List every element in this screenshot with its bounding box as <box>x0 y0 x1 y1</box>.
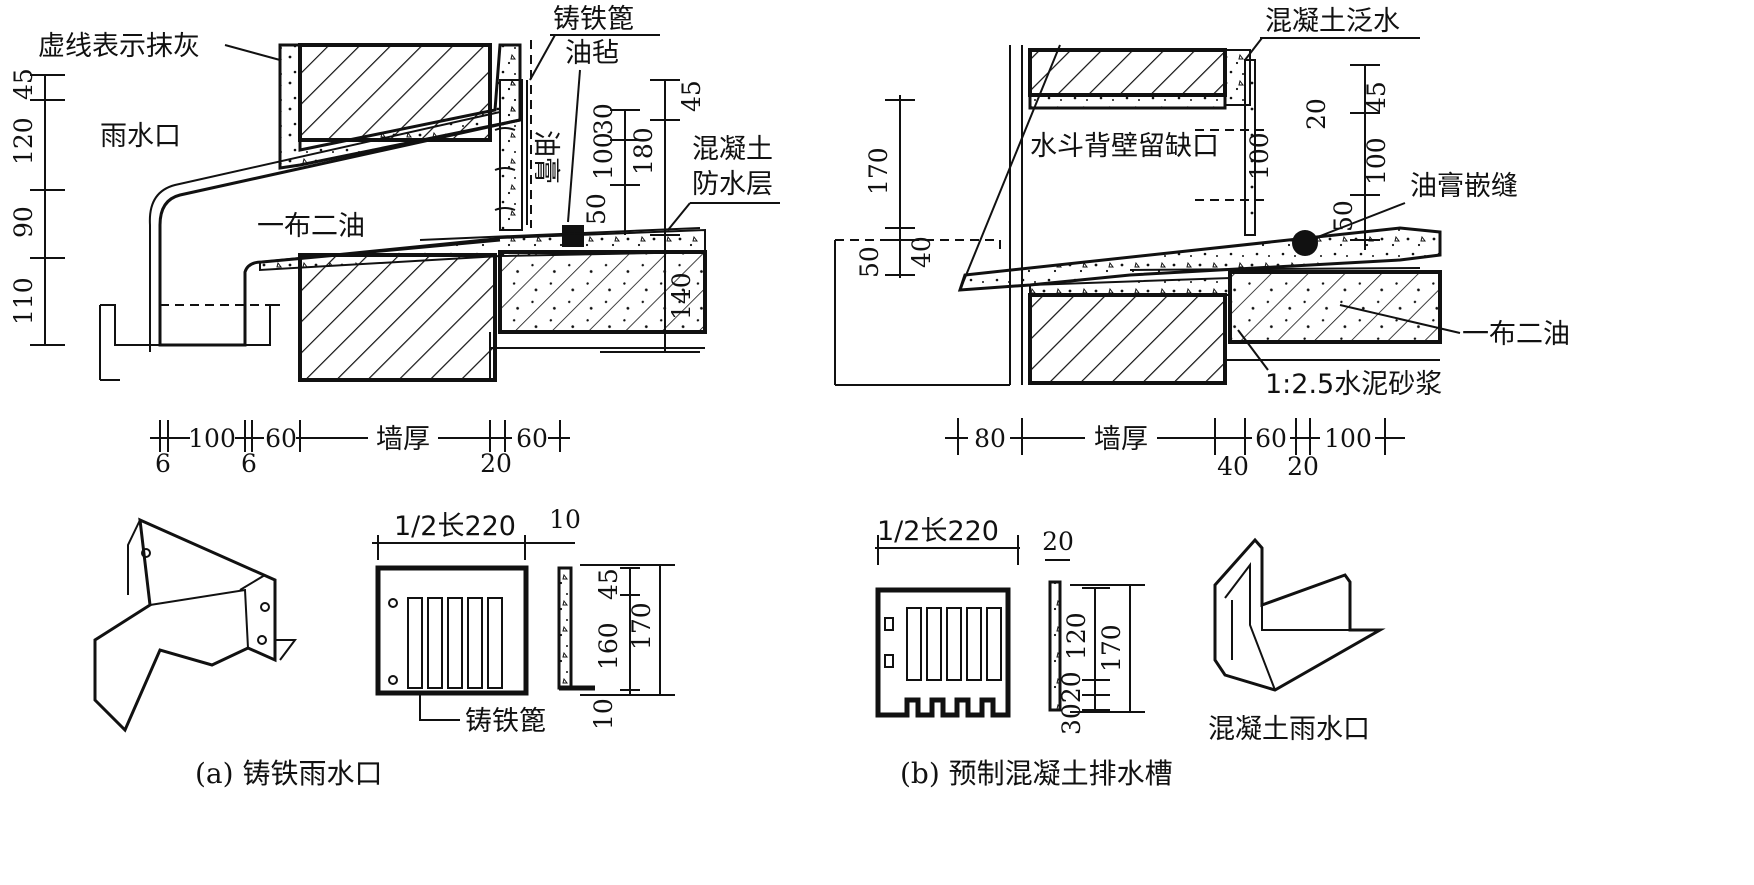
label-rain-outlet: 雨水口 <box>100 121 181 152</box>
trough-dim-0: 1/2长220 <box>877 516 999 547</box>
label-concrete-outlet: 混凝土雨水口 <box>1208 714 1370 745</box>
outlet-3d-body <box>93 517 277 733</box>
dim-a-left-2: 90 <box>9 206 38 238</box>
panel-b-right-dims: 45 20 100 50 100 <box>1245 64 1391 250</box>
dim-a-left-3: 110 <box>9 277 38 325</box>
caption-b: (b) 预制混凝土排水槽 <box>900 757 1173 790</box>
roof-slab-a <box>498 250 707 334</box>
dim-a-bottom-0: 100 <box>188 424 236 453</box>
dim-a-right-0: 30 <box>589 103 618 135</box>
dim-a-right-2: 50 <box>582 193 611 225</box>
label-cloth-oil-a: 一布二油 <box>257 211 365 242</box>
lower-wall-b <box>1028 293 1227 385</box>
label-plaster: 虚线表示抹灰 <box>38 31 200 62</box>
panel-a-outlet-3d <box>93 517 297 733</box>
grate-dim-1: 10 <box>549 505 581 534</box>
dim-a-bottom-3: 60 <box>516 424 548 453</box>
label-ointment-joint: 油膏嵌缝 <box>1410 171 1518 202</box>
label-grate-bottom: 铸铁篦 <box>465 706 546 737</box>
label-notch: 水斗背壁留缺口 <box>1030 131 1219 162</box>
trough-plate-b <box>875 587 1011 718</box>
trough-dim-1: 20 <box>1042 527 1074 556</box>
dim-a-right-4: 45 <box>677 80 706 112</box>
label-ointment: 油膏 <box>530 130 561 184</box>
dim-b-right-0: 45 <box>1362 81 1391 113</box>
trough-dim-2: 120 <box>1062 612 1091 660</box>
screed-a <box>259 228 706 272</box>
dim-b-bottom-3: 100 <box>1324 424 1372 453</box>
grate-dim-3: 160 <box>594 622 623 670</box>
label-cast-iron-grate: 铸铁篦 <box>553 4 634 35</box>
grate-plate-a <box>375 565 529 696</box>
grate-dim-4: 170 <box>627 602 656 650</box>
trough-dim-4: 3020 <box>1057 671 1086 735</box>
dim-b-bottom-4: 40 <box>1217 452 1249 481</box>
dim-a-right-1: 100 <box>589 132 618 180</box>
roof-slab-b <box>1228 270 1442 344</box>
grate-dim-5: 10 <box>589 698 618 730</box>
sealant-blob-a <box>562 225 584 247</box>
panel-b-outlet-3d: 混凝土雨水口 <box>1208 537 1386 745</box>
dim-a-bottom-6: 20 <box>480 449 512 478</box>
parapet-wall-b <box>1028 48 1227 97</box>
dim-a-left-0: 45 <box>9 68 38 100</box>
label-mortar: 1:2.5水泥砂浆 <box>1265 369 1442 400</box>
panel-a-labels: 虚线表示抹灰 铸铁篦 油毡 雨水口 油膏 混凝土 防水层 一布二油 <box>38 4 780 242</box>
dim-b-left-0: 170 <box>864 147 893 195</box>
caption-a: (a) 铸铁雨水口 <box>195 757 382 790</box>
dim-a-bottom-1: 60 <box>265 424 297 453</box>
sealant-b <box>1292 230 1318 256</box>
dim-b-right-1: 20 <box>1302 98 1331 130</box>
dim-a-bottom-2: 墙厚 <box>376 424 430 455</box>
label-felt: 油毡 <box>565 38 619 69</box>
grate-dim-0: 1/2长220 <box>394 511 516 542</box>
label-waterproof: 防水层 <box>692 169 773 200</box>
dim-a-bottom-5: 6 <box>241 449 257 478</box>
dim-b-left-2: 40 <box>907 236 936 268</box>
label-cloth-oil-b: 一布二油 <box>1462 319 1570 350</box>
dim-a-right-3: 180 <box>629 127 658 175</box>
label-concrete: 混凝土 <box>692 134 773 165</box>
label-flashing: 混凝土泛水 <box>1265 6 1400 37</box>
panel-a-left-dims: 45 120 90 110 <box>9 68 65 346</box>
dim-a-left-1: 120 <box>9 117 38 165</box>
dim-b-bottom-5: 20 <box>1287 452 1319 481</box>
panel-a-right-dims: 30 100 50 180 45 140 <box>582 79 706 353</box>
panel-b-trough-side: 20 120 170 3020 <box>1042 527 1145 735</box>
panel-a-section <box>99 40 707 382</box>
grate-dim-2: 45 <box>594 568 623 600</box>
trough-b <box>957 226 1442 292</box>
concrete-outlet-body <box>1213 537 1386 692</box>
panel-b-section <box>834 44 1442 386</box>
lower-wall-a <box>298 253 497 382</box>
dim-b-right-4: 100 <box>1245 132 1274 180</box>
panel-a-grate-front: 1/2长220 10 铸铁篦 <box>372 505 581 737</box>
panel-a-grate-side: 45 160 170 10 <box>557 564 675 730</box>
panel-b-left-dims: 170 50 40 <box>855 95 936 278</box>
dim-a-bottom-4: 6 <box>155 449 171 478</box>
dim-b-bottom-1: 墙厚 <box>1094 424 1148 455</box>
panel-b-labels: 混凝土泛水 水斗背壁留缺口 油膏嵌缝 一布二油 1:2.5水泥砂浆 <box>1030 6 1570 400</box>
grate-frame-a <box>499 79 523 231</box>
panel-b-trough-front: 1/2长220 <box>875 516 1020 718</box>
trough-dim-3: 170 <box>1097 624 1126 672</box>
panel-b-bottom-dims: 80 墙厚 60 100 40 20 <box>945 418 1405 481</box>
dim-b-bottom-0: 80 <box>974 424 1006 453</box>
dim-b-right-2: 100 <box>1362 137 1391 185</box>
panel-a-bottom-dims: 100 60 墙厚 60 6 6 20 <box>150 420 570 478</box>
dim-b-bottom-2: 60 <box>1255 424 1287 453</box>
dim-b-left-1: 50 <box>855 246 884 278</box>
dim-a-right-5: 140 <box>667 272 696 320</box>
